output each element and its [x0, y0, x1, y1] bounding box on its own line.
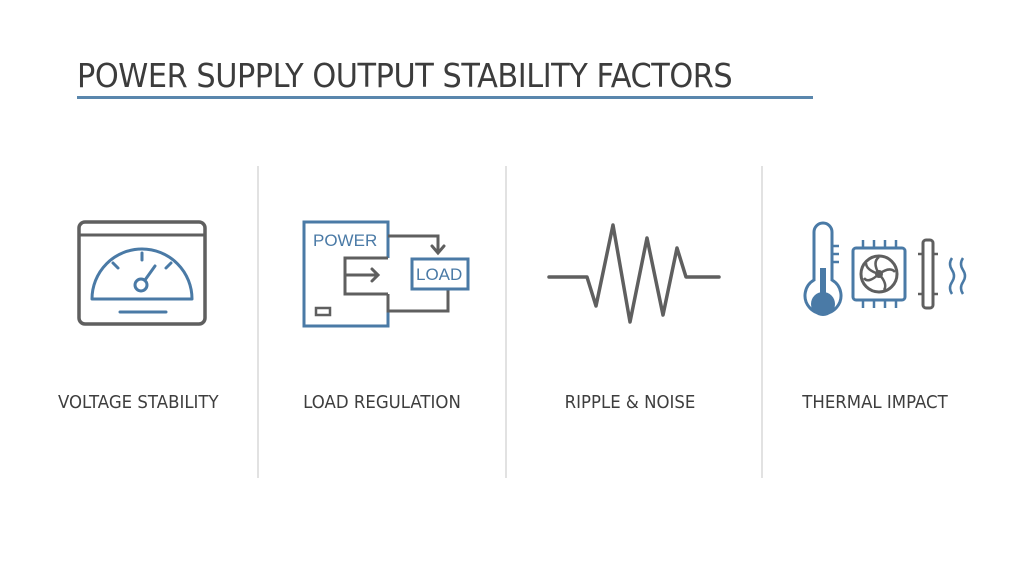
factor-label: RIPPLE & NOISE: [564, 392, 696, 413]
factor-label: VOLTAGE STABILITY: [57, 392, 219, 413]
divider: [257, 166, 259, 478]
load-text: LOAD: [416, 265, 462, 284]
thermal-icon: [803, 221, 967, 316]
waveform-icon: [547, 223, 721, 324]
page-title: POWER SUPPLY OUTPUT STABILITY FACTORS: [77, 56, 733, 95]
power-load-diagram-icon: POWER LOAD: [302, 220, 470, 328]
divider: [505, 166, 507, 478]
factor-label: LOAD REGULATION: [303, 392, 461, 413]
power-text: POWER: [313, 231, 377, 250]
title-underline: [77, 96, 813, 99]
gauge-icon: [77, 220, 207, 326]
factor-label: THERMAL IMPACT: [802, 392, 948, 413]
divider: [761, 166, 763, 478]
